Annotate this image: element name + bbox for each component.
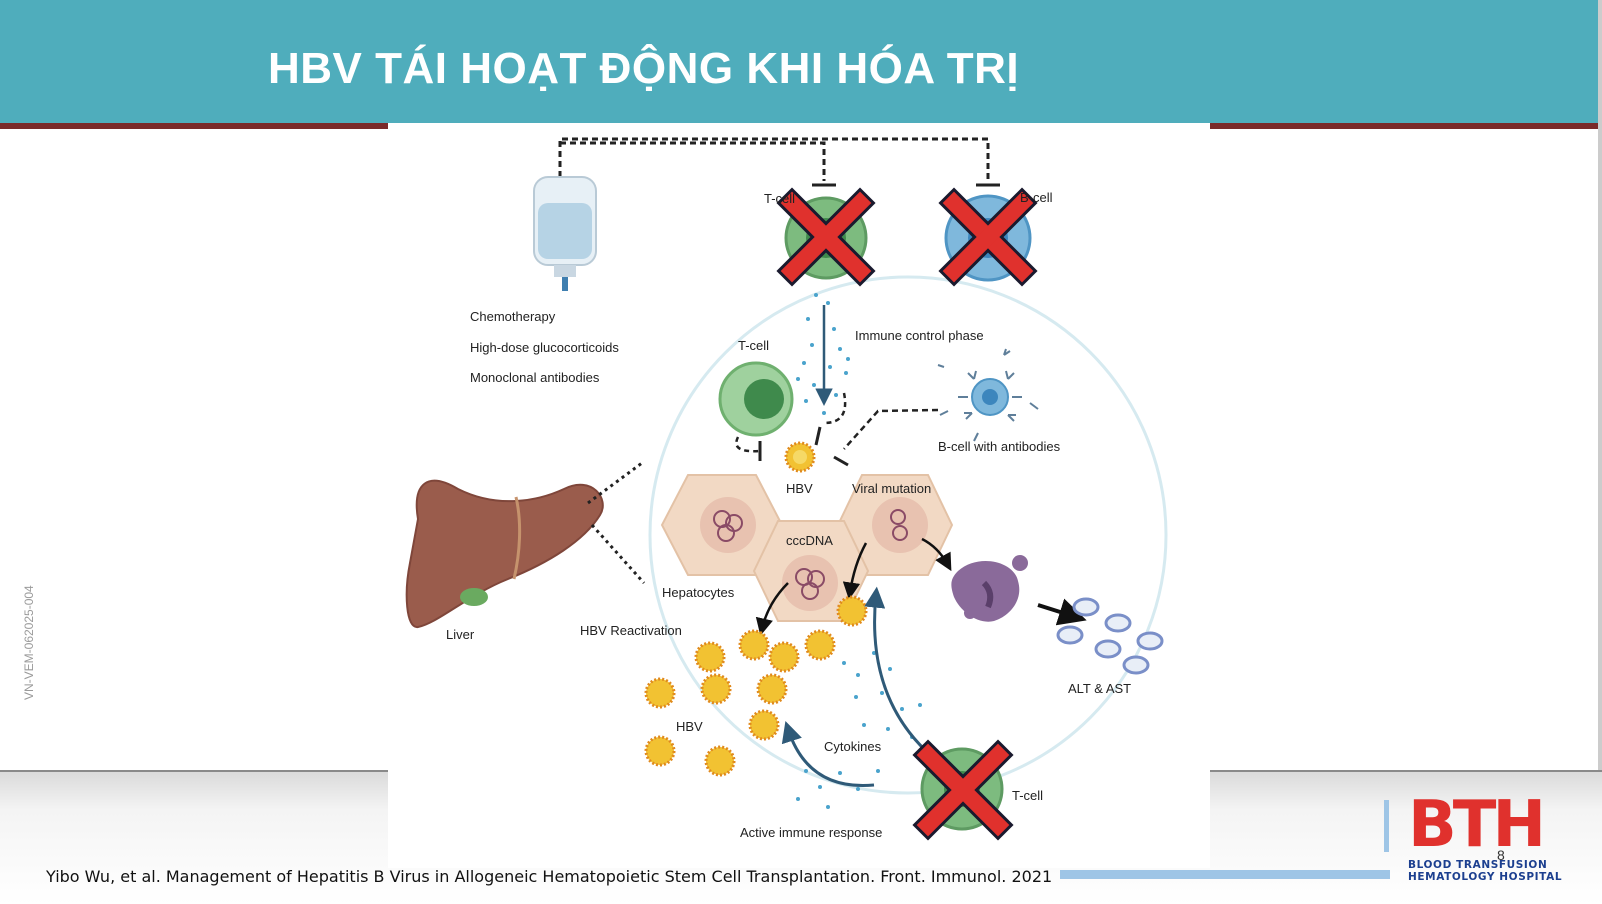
bcell-with-antibodies <box>937 348 1039 442</box>
hbv-bottom-label: HBV <box>676 719 703 734</box>
tcell-bottom-label: T-cell <box>1012 788 1043 803</box>
tcell-top-label: T-cell <box>764 191 795 206</box>
bcell-top-crossed <box>938 187 1038 287</box>
tcell-mid <box>718 361 794 437</box>
footer-accent-stripe <box>1060 870 1390 879</box>
cytokine-dots-bottom <box>796 651 922 809</box>
cytokine-dots-top <box>796 293 850 415</box>
active-response-label: Active immune response <box>740 825 882 840</box>
tcell-mid-inhibition <box>735 436 761 453</box>
alt-ast-label: ALT & AST <box>1068 681 1131 696</box>
logo-line-2: HEMATOLOGY HOSPITAL <box>1408 871 1563 883</box>
drug-label-chemotherapy: Chemotherapy <box>470 309 556 324</box>
hepatocyte-cluster <box>660 474 954 622</box>
liver-icon <box>405 479 604 628</box>
iv-bag-icon <box>533 176 597 291</box>
header-band <box>0 0 1602 123</box>
bcell-antibodies-label: B-cell with antibodies <box>938 439 1061 454</box>
hbv-reactivation-figure: Chemotherapy High-dose glucocorticoids M… <box>388 123 1210 868</box>
damaged-cell-icon <box>951 555 1028 622</box>
slide-right-border <box>1598 0 1602 904</box>
cytokine-arrow-left <box>781 721 875 788</box>
drug-label-monoclonal: Monoclonal antibodies <box>470 370 600 385</box>
tissue-circle <box>648 275 1168 795</box>
viral-mutation-label: Viral mutation <box>852 481 931 496</box>
hbv-reactivation-label: HBV Reactivation <box>580 623 682 638</box>
cross-icon <box>942 191 1034 283</box>
page-number: 8 <box>1497 847 1505 863</box>
tcell-top-crossed <box>776 187 876 287</box>
figure-canvas: Chemotherapy High-dose glucocorticoids M… <box>405 137 1168 841</box>
hbv-top-label: HBV <box>786 481 813 496</box>
cccdna-label: cccDNA <box>786 533 833 548</box>
tcell-mid-label: T-cell <box>738 338 769 353</box>
liver-label: Liver <box>446 627 475 642</box>
alt-ast-enzymes <box>1056 597 1164 675</box>
slide-title: HBV TÁI HOẠT ĐỘNG KHI HÓA TRỊ <box>268 44 1020 93</box>
hbv-virion-cluster <box>644 595 868 777</box>
bcell-top-label: B-cell <box>1020 190 1053 205</box>
drug-label-glucocorticoids: High-dose glucocorticoids <box>470 340 619 355</box>
immune-control-label: Immune control phase <box>855 328 984 343</box>
hepatocytes-label: Hepatocytes <box>662 585 735 600</box>
inhibition-dashes <box>558 137 1000 187</box>
cytokine-arrow-up <box>864 586 928 753</box>
cross-icon <box>916 743 1010 837</box>
document-code: VN-VEM-062025-004 <box>22 585 36 700</box>
citation-text: Yibo Wu, et al. Management of Hepatitis … <box>46 867 1053 886</box>
tcell-bottom-crossed <box>912 739 1014 841</box>
zoom-lines <box>587 461 646 585</box>
cytokines-label: Cytokines <box>824 739 882 754</box>
logo-accent-bar <box>1384 800 1389 852</box>
hbv-virion <box>784 441 816 473</box>
logo-mark: BTH <box>1408 788 1546 862</box>
logo-line-1: BLOOD TRANSFUSION <box>1408 859 1548 871</box>
